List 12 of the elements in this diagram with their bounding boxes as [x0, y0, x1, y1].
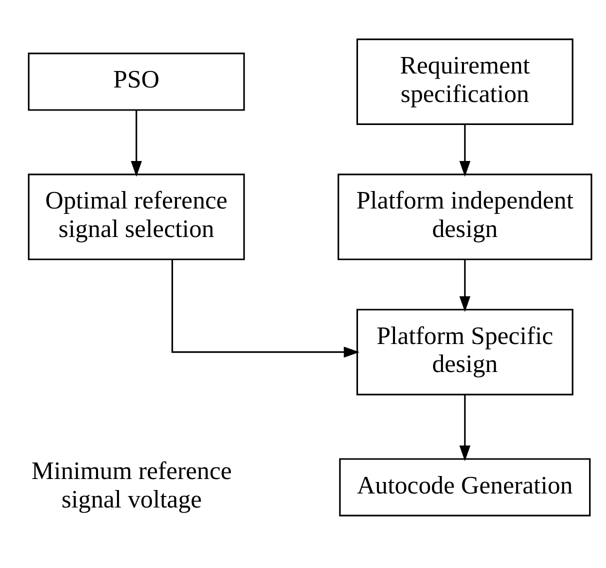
arrow: [459, 259, 470, 312]
node-box: PSO: [28, 52, 245, 110]
arrow: [459, 394, 470, 461]
arrow: [130, 110, 142, 176]
node-box: Autocode Generation: [339, 458, 591, 516]
node-box: Optimal reference signal selection: [28, 173, 245, 260]
node-box: Platform Specific design: [356, 308, 574, 395]
arrow: [459, 124, 470, 176]
node-box: Requirement specification: [356, 38, 574, 124]
arrow: [171, 259, 360, 358]
node-box: Platform independent design: [338, 173, 592, 260]
label: Minimum reference signal voltage: [31, 458, 232, 513]
